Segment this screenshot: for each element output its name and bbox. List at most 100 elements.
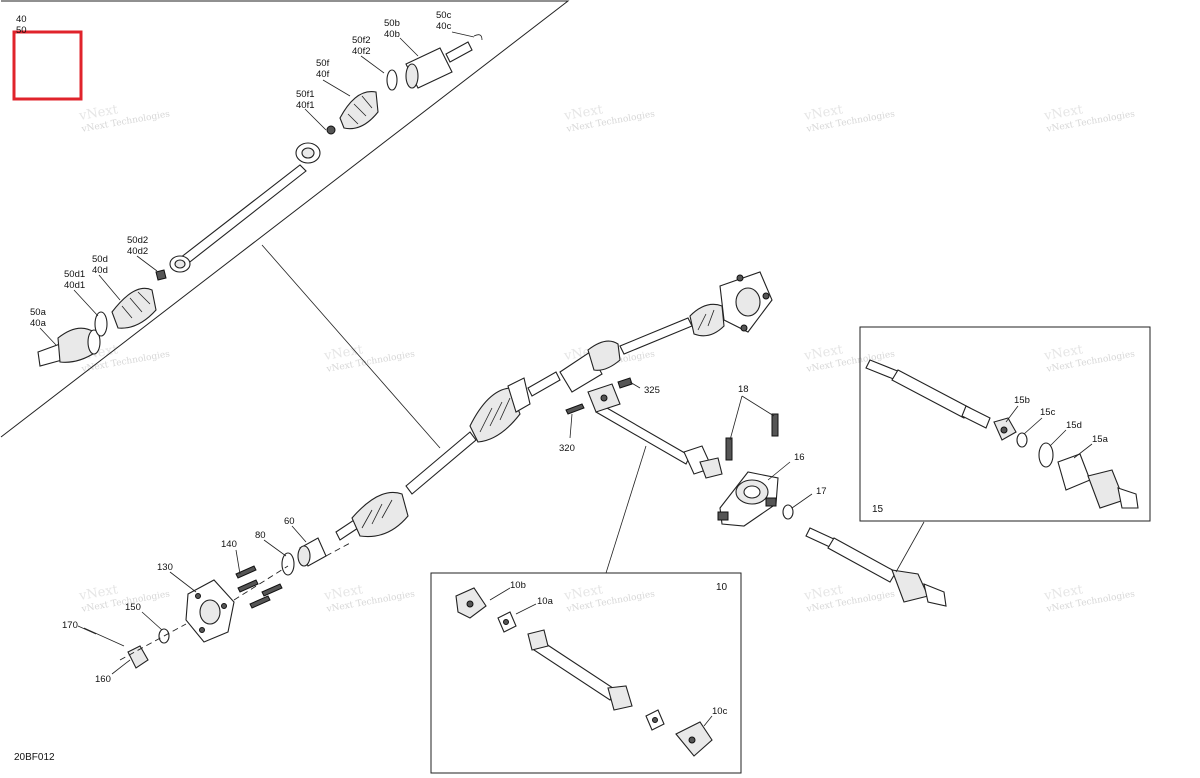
inset10-spider-rear — [645, 709, 665, 731]
ring-17 — [782, 504, 794, 520]
inset15-circlip-15c — [1016, 432, 1028, 448]
inset15-shaft — [891, 369, 971, 419]
inset-housing-50b — [405, 41, 473, 89]
main-rear-tulip — [559, 340, 621, 393]
svg-text:vNext: vNext — [802, 342, 845, 364]
label-325: 325 — [644, 385, 660, 396]
label-160: 160 — [95, 674, 111, 685]
label-170: 170 — [62, 620, 78, 631]
label-40f2: 40f2 — [352, 46, 371, 57]
main-rear-hub — [719, 271, 773, 333]
rear-prop-tube — [827, 537, 897, 583]
svg-text:vNext: vNext — [322, 342, 365, 364]
inset15-housing-15a — [1057, 453, 1139, 509]
inset10-shaft-yoke-front — [527, 629, 549, 651]
main-spline — [527, 371, 561, 397]
label-18: 18 — [738, 384, 749, 395]
inset10-yoke-10c — [675, 721, 713, 757]
inset-15-parts — [865, 359, 1139, 509]
label-50a: 50a — [30, 307, 47, 318]
label-150: 150 — [125, 602, 141, 613]
svg-text:vNext: vNext — [77, 102, 120, 124]
label-40d2: 40d2 — [127, 246, 148, 257]
label-40f1: 40f1 — [296, 100, 315, 111]
inset-outer-cv — [37, 327, 101, 367]
bolts-18 — [725, 413, 779, 461]
hub-130 — [185, 579, 235, 643]
inset-10-parts — [455, 587, 713, 757]
svg-text:vNext: vNext — [562, 102, 605, 124]
main-leaders — [77, 381, 925, 675]
label-50b: 50b — [384, 18, 400, 29]
hub-axis-dash — [119, 541, 353, 661]
nut-160 — [127, 645, 149, 669]
label-16: 16 — [794, 452, 805, 463]
svg-text:vNext: vNext — [77, 582, 120, 604]
inset10-yoke-10b — [455, 587, 487, 619]
main-shaft — [405, 431, 477, 495]
inset-label-40: 40 — [16, 14, 27, 25]
inset10-shaft-yoke-rear — [607, 685, 633, 711]
inset-clamp-50f2 — [386, 69, 398, 91]
label-10c: 10c — [712, 706, 728, 717]
prop-shaft-yoke — [587, 383, 621, 413]
svg-text:vNext: vNext — [802, 102, 845, 124]
inset-leaders — [39, 31, 475, 346]
circlip-80 — [281, 552, 295, 576]
inset10-spider-10a — [497, 611, 517, 633]
label-15c: 15c — [1040, 407, 1056, 418]
inset15-neck — [961, 405, 991, 429]
label-40a: 40a — [30, 318, 47, 329]
inset-boot-50d — [111, 287, 157, 329]
label-50f1: 50f1 — [296, 89, 315, 100]
highlight-box[interactable] — [12, 30, 83, 101]
inset-circlip-50c — [473, 34, 483, 41]
carrier-bearing-16 — [717, 471, 779, 527]
inset-shaft — [179, 164, 307, 266]
bolt-320 — [565, 403, 585, 415]
svg-text:vNext: vNext — [1042, 582, 1085, 604]
label-10b: 10b — [510, 580, 526, 591]
label-40b: 40b — [384, 29, 400, 40]
label-40d: 40d — [92, 265, 108, 276]
inset-connector-line — [261, 244, 441, 449]
prop-shaft-rear — [805, 527, 947, 607]
label-50d1: 50d1 — [64, 269, 85, 280]
inset-10-frame — [430, 572, 742, 774]
inset-15-label: 15 — [872, 504, 884, 515]
label-17: 17 — [816, 486, 827, 497]
label-15d: 15d — [1066, 420, 1082, 431]
label-60: 60 — [284, 516, 295, 527]
inset-clamp-50d2 — [155, 269, 167, 281]
inset15-oring-15d — [1038, 442, 1054, 468]
svg-text:vNext: vNext — [322, 582, 365, 604]
inset-40-50-frame — [0, 0, 570, 438]
cotter-pin-170 — [83, 627, 125, 647]
figure-code: 20BF012 — [14, 752, 55, 763]
main-rear-boot — [689, 303, 725, 337]
inset-15-frame — [859, 326, 1151, 522]
bolt-325 — [617, 377, 633, 389]
prop-shaft-slip-end — [683, 445, 723, 479]
main-inner-boot — [469, 377, 531, 443]
label-10a: 10a — [537, 596, 554, 607]
label-15a: 15a — [1092, 434, 1109, 445]
inset-clamp-50d1 — [94, 311, 108, 337]
inset-label-50: 50 — [16, 25, 27, 36]
svg-text:vNext: vNext — [802, 582, 845, 604]
bearing-60 — [297, 537, 327, 567]
label-50d2: 50d2 — [127, 235, 148, 246]
inset-10-label: 10 — [716, 582, 728, 593]
main-outer-boot — [351, 491, 409, 538]
label-15b: 15b — [1014, 395, 1030, 406]
